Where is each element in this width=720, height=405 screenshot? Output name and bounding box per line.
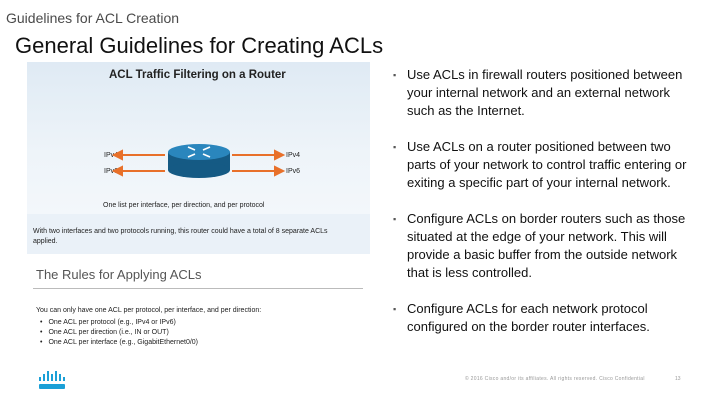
arrow-right-top [232, 149, 286, 161]
bullet-marker: ▪ [393, 214, 397, 224]
bullet-marker: ▪ [393, 142, 397, 152]
acl-figure: ACL Traffic Filtering on a Router IPv4 I… [27, 62, 370, 355]
rule-item: One ACL per protocol (e.g., IPv4 or IPv6… [40, 318, 198, 328]
arrow-right-bottom [232, 165, 286, 177]
slide-title: General Guidelines for Creating ACLs [15, 33, 384, 58]
rules-divider [33, 288, 363, 289]
bullet-text: Use ACLs in firewall routers positioned … [407, 67, 683, 118]
arrow-left-top [111, 149, 165, 161]
traffic-arrows [111, 149, 286, 177]
rules-intro: You can only have one ACL per protocol, … [36, 307, 262, 314]
rules-list: One ACL per protocol (e.g., IPv4 or IPv6… [40, 318, 198, 348]
bullet-item: ▪ Use ACLs on a router positioned betwee… [393, 138, 698, 192]
rules-title: The Rules for Applying ACLs [36, 267, 202, 282]
guideline-bullets: ▪ Use ACLs in firewall routers positione… [393, 66, 698, 354]
left-label-ipv6: IPv6 [104, 168, 119, 175]
bullet-item: ▪ Use ACLs in firewall routers positione… [393, 66, 698, 120]
bullet-marker: ▪ [393, 70, 397, 80]
left-label-ipv4: IPv4 [104, 152, 119, 159]
figure-mid-text: With two interfaces and two protocols ru… [33, 228, 328, 245]
rule-item: One ACL per direction (i.e., IN or OUT) [40, 328, 198, 338]
page-number: 13 [675, 376, 681, 382]
figure-top-panel [27, 62, 370, 214]
figure-top-caption: One list per interface, per direction, a… [103, 202, 265, 209]
figure-mid-panel [27, 214, 370, 254]
bullet-text: Configure ACLs on border routers such as… [407, 211, 686, 280]
bullet-item: ▪ Configure ACLs for each network protoc… [393, 300, 698, 336]
bullet-text: Use ACLs on a router positioned between … [407, 139, 687, 190]
figure-top-title: ACL Traffic Filtering on a Router [109, 69, 286, 81]
bullet-item: ▪ Configure ACLs on border routers such … [393, 210, 698, 282]
cisco-logo [39, 371, 65, 389]
rule-item: One ACL per interface (e.g., GigabitEthe… [40, 338, 198, 348]
bullet-marker: ▪ [393, 304, 397, 314]
router-icon [168, 144, 230, 178]
arrow-left-bottom [111, 165, 165, 177]
bullet-text: Configure ACLs for each network protocol… [407, 301, 650, 334]
section-title: Guidelines for ACL Creation [6, 10, 180, 26]
footer-copyright: © 2016 Cisco and/or its affiliates. All … [465, 376, 645, 382]
right-label-ipv6: IPv6 [286, 168, 301, 175]
right-label-ipv4: IPv4 [286, 152, 301, 159]
